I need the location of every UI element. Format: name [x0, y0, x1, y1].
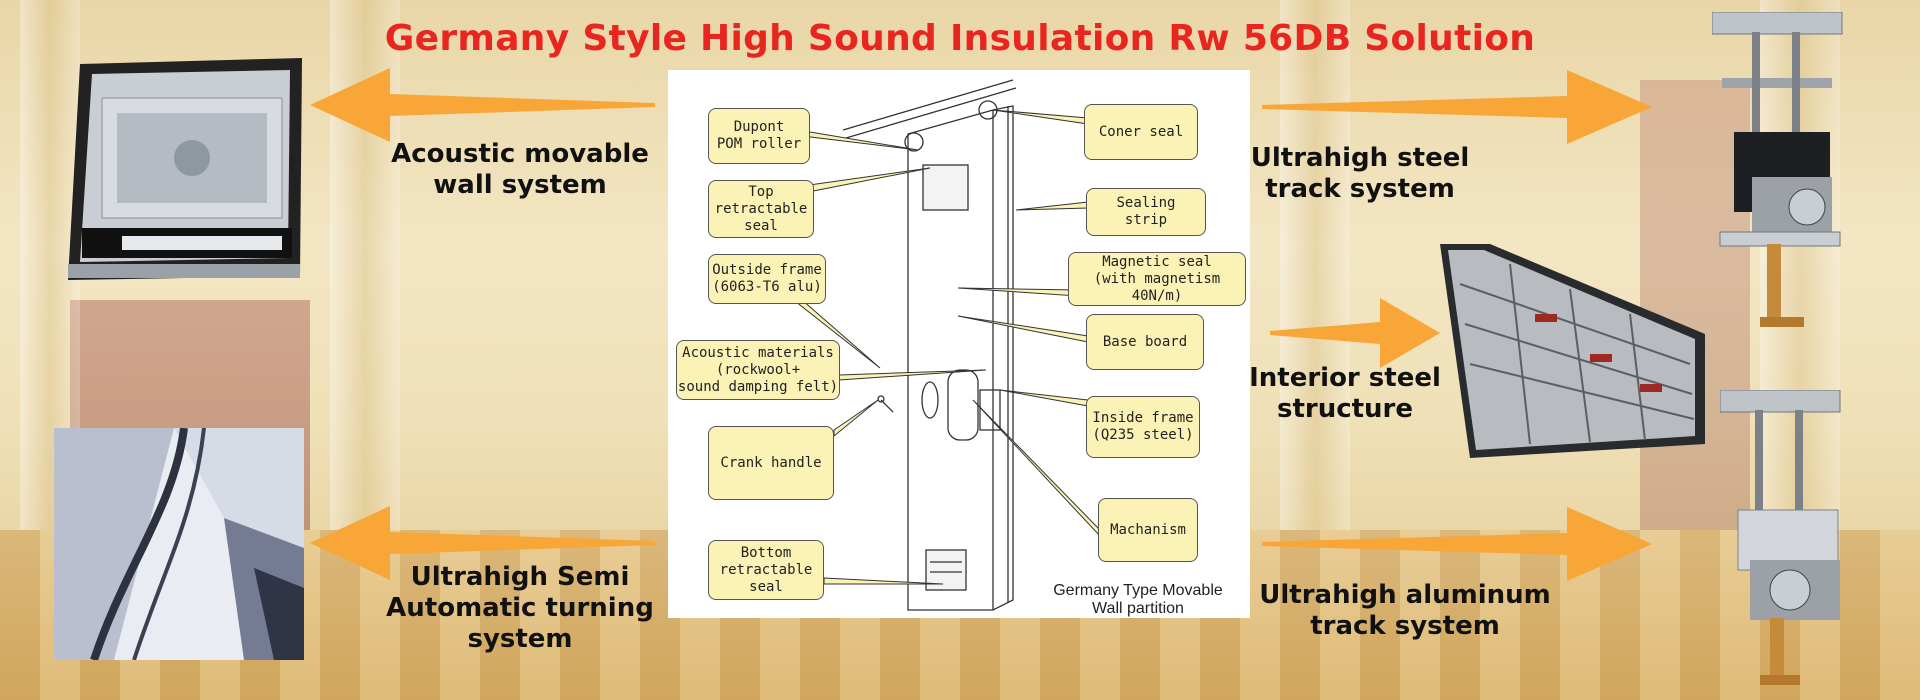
callout-outside-frame: Outside frame (6063-T6 alu): [708, 254, 826, 304]
label-aluminum-track: Ultrahigh aluminum track system: [1259, 580, 1551, 641]
callout-acoustic-materials: Acoustic materials (rockwool+ sound damp…: [676, 340, 840, 400]
aluminum-track-photo: [1720, 390, 1841, 685]
callout-dupont-roller: Dupont POM roller: [708, 108, 810, 164]
turning-system-photo: [54, 428, 304, 660]
callout-base-board: Base board: [1086, 314, 1204, 370]
callout-top-seal: Top retractable seal: [708, 180, 814, 238]
arrow-right-bottom: [1262, 507, 1652, 581]
partition-drawing: [785, 79, 1101, 611]
callout-inside-frame: Inside frame (Q235 steel): [1086, 396, 1200, 458]
callout-machanism: Machanism: [1098, 498, 1198, 562]
interior-steel-photo: [1440, 244, 1705, 458]
callout-sealing-strip: Sealing strip: [1086, 188, 1206, 236]
label-steel-track: Ultrahigh steel track system: [1250, 143, 1470, 204]
wall-partition-diagram: Dupont POM roller Top retractable seal O…: [668, 70, 1250, 618]
callout-crank-handle: Crank handle: [708, 426, 834, 500]
page-title: Germany Style High Sound Insulation Rw 5…: [384, 18, 1536, 59]
acoustic-wall-photo: [68, 58, 302, 280]
callout-coner-seal: Coner seal: [1084, 104, 1198, 160]
arrow-right-middle: [1270, 298, 1440, 368]
diagram-caption: Germany Type Movable Wall partition: [1053, 582, 1223, 617]
arrow-left-bottom: [310, 506, 655, 580]
callout-magnetic-seal: Magnetic seal (with magnetism 40N/m): [1068, 252, 1246, 306]
label-interior-steel: Interior steel structure: [1249, 363, 1441, 424]
arrow-right-top: [1262, 70, 1652, 144]
label-acoustic-wall: Acoustic movable wall system: [391, 139, 649, 200]
label-turning-system: Ultrahigh Semi Automatic turning system: [386, 562, 654, 654]
steel-track-photo: [1712, 12, 1843, 327]
callout-bottom-seal: Bottom retractable seal: [708, 540, 824, 600]
arrow-left-top: [310, 68, 655, 142]
